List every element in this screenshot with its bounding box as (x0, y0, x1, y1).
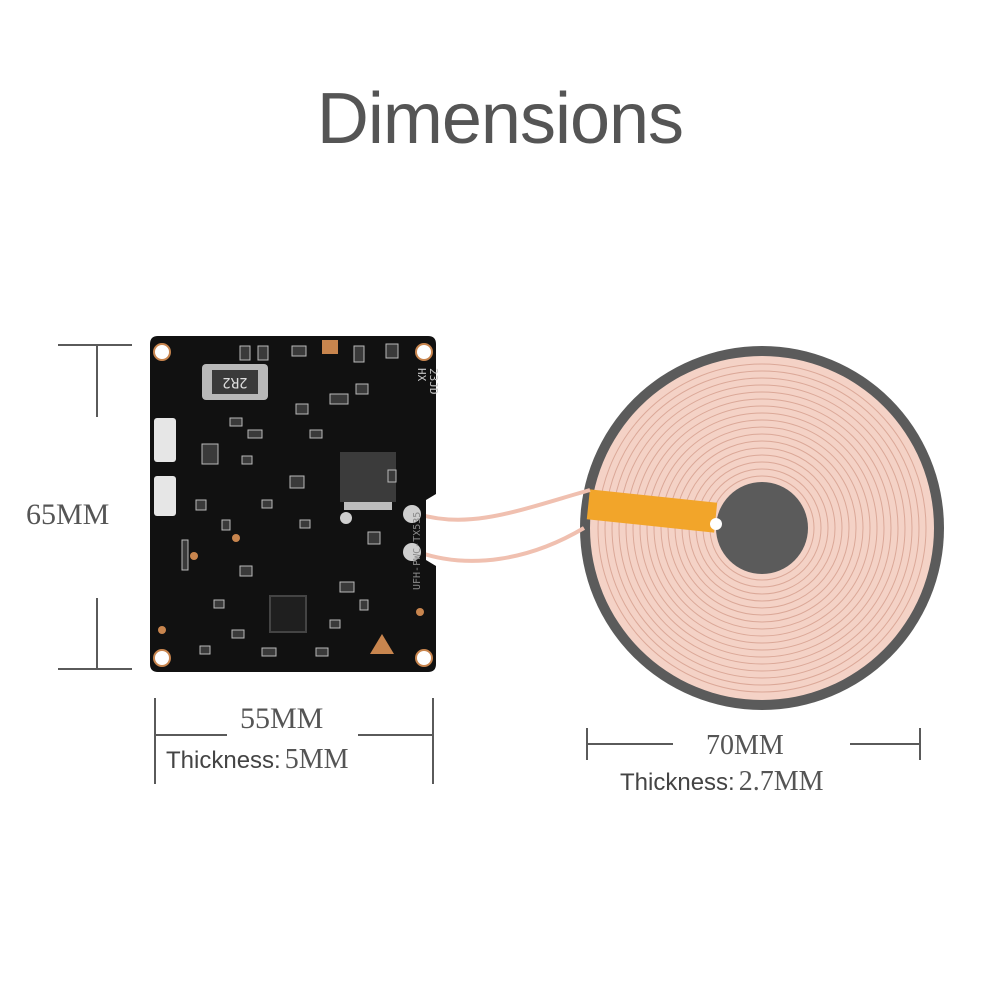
copper-pad (190, 552, 198, 560)
board-width-label: 55MM (240, 702, 324, 735)
solder-pad (403, 505, 421, 523)
board-width-right-line (358, 734, 433, 736)
smd-component (299, 519, 311, 529)
inductor-marking: 2R2 (222, 374, 247, 390)
smd-component (195, 499, 207, 511)
copper-pad (232, 534, 240, 542)
coil-tape-hole (710, 518, 722, 530)
coil-width-right-tick (919, 728, 921, 760)
connector (154, 418, 176, 462)
esd-symbol (370, 634, 394, 654)
board-width-right-tick (432, 698, 434, 784)
smd-component (229, 417, 243, 427)
coil-thickness-value: 2.7MM (738, 766, 824, 797)
smd-component (213, 599, 225, 609)
board-width-left-line (155, 734, 227, 736)
coil-winding-ring (625, 391, 899, 665)
board-width-left-tick (154, 698, 156, 784)
coil-lead-wire-2 (417, 526, 586, 563)
solder-pad (403, 543, 421, 561)
smd-component (241, 455, 253, 465)
smd-component (329, 393, 349, 405)
smd-component (181, 539, 189, 571)
board-height-top-tick (58, 344, 132, 346)
pcb-body (150, 336, 436, 672)
coil-thickness-label: Thickness: (620, 769, 735, 796)
coil-width-label: 70MM (706, 730, 784, 761)
smd-component (367, 531, 381, 545)
smd-component (291, 345, 307, 357)
smd-component (355, 383, 369, 395)
smd-component (257, 345, 269, 361)
coil-lead-wire-1 (417, 488, 591, 522)
power-transistor (340, 452, 396, 502)
power-transistor-tab (344, 502, 392, 510)
smd-component (295, 403, 309, 415)
coil-winding-rings (597, 363, 927, 693)
controller-chip (269, 595, 307, 633)
smd-component (289, 475, 305, 489)
board-thickness: Thickness:5MM (166, 744, 349, 776)
smd-component (329, 619, 341, 629)
mounting-hole (153, 649, 171, 667)
smd-component (339, 581, 355, 593)
copper-pad (322, 340, 338, 354)
model-marking: UFH-PWC-TX535 (412, 512, 423, 590)
coil-tape-strip (586, 489, 718, 533)
coil-thickness: Thickness:2.7MM (620, 766, 824, 798)
connector (154, 476, 176, 516)
board-height-bottom-tick (58, 668, 132, 670)
board-thickness-value: 5MM (284, 744, 349, 775)
smd-component (315, 647, 329, 657)
smd-component (309, 429, 323, 439)
smd-component (231, 629, 245, 639)
pcb-board: 2R2 HX 23JD UFH-PWC-TX535 (150, 336, 440, 672)
coil-width-right-line (850, 743, 920, 745)
board-height-upper-line (96, 345, 98, 417)
copper-pad (416, 608, 424, 616)
coil-winding-ring (653, 419, 871, 637)
mounting-hole (415, 649, 433, 667)
coil-winding-ring (660, 426, 864, 630)
board-height-label: 65MM (26, 498, 110, 531)
smd-component (353, 345, 365, 363)
coil-winding-ring (632, 398, 892, 658)
smd-component (201, 443, 219, 465)
coil-center-core (716, 482, 808, 574)
coil-winding-ring (604, 370, 920, 686)
smd-component (261, 499, 273, 509)
smd-component (387, 469, 397, 483)
solder-pad (340, 512, 352, 524)
coil-winding-ring (646, 412, 878, 644)
smd-component (247, 429, 263, 439)
coil-width-left-line (587, 743, 673, 745)
inductor-top (212, 370, 258, 394)
wireless-charging-coil (580, 346, 944, 710)
silk-marking-date: 23JD (427, 368, 440, 395)
pcb-components (181, 343, 399, 657)
coil-winding-ring (639, 405, 885, 651)
smd-component (359, 599, 369, 611)
page-title: Dimensions (316, 79, 684, 159)
coil-winding-ring (611, 377, 913, 679)
silk-marking-hx: HX (415, 368, 428, 382)
smd-component (199, 645, 211, 655)
smd-component (261, 647, 277, 657)
coil-winding-ring (597, 363, 927, 693)
coil-winding-ring (618, 384, 906, 672)
smd-component (239, 565, 253, 577)
board-thickness-label: Thickness: (166, 747, 281, 774)
smd-component (239, 345, 251, 361)
smd-component (221, 519, 231, 531)
copper-pad (158, 626, 166, 634)
coil-winding-ring (667, 433, 857, 623)
mounting-hole (415, 343, 433, 361)
smd-component (385, 343, 399, 359)
board-height-lower-line (96, 598, 98, 669)
mounting-hole (153, 343, 171, 361)
